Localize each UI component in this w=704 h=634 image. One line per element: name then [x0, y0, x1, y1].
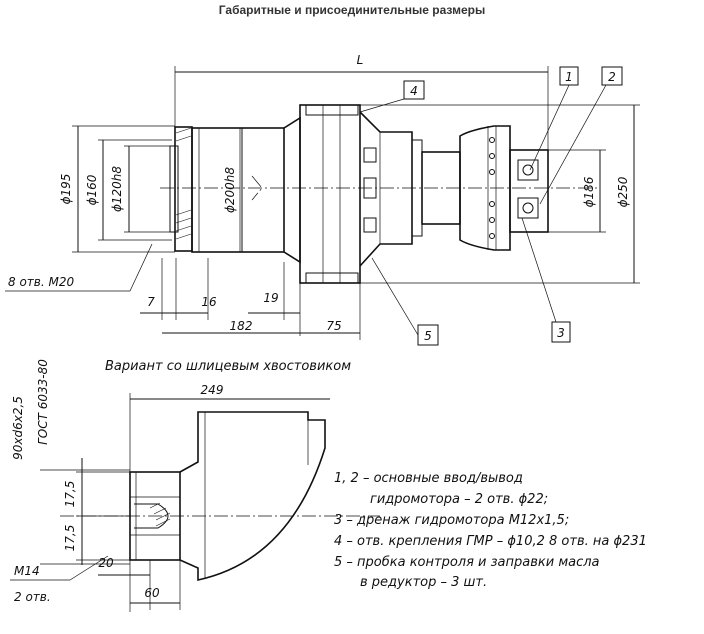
dim-holes-2: 2 отв.	[14, 590, 51, 604]
dim-d186: ϕ186	[582, 176, 596, 207]
dim-d200h8: ϕ200h8	[223, 167, 237, 213]
svg-text:3: 3	[557, 326, 565, 340]
dim-holes-m20: 8 отв. M20	[8, 275, 74, 289]
callout-2: 2	[539, 66, 623, 205]
variant-body	[179, 411, 326, 581]
gearbox-body	[191, 127, 285, 253]
note-line-3: 3 – дренаж гидромотора M12x1,5;	[334, 513, 569, 528]
motor-bolts	[489, 137, 495, 239]
callout-1: 1	[529, 66, 579, 171]
adapter-housing	[359, 111, 413, 267]
main-view-dimensions: L ϕ195 ϕ160 ϕ120h8 ϕ200h8 ϕ186 ϕ250 8 от	[5, 53, 640, 346]
note-line-5: 5 – пробка контроля и заправки масла	[334, 555, 600, 570]
note-line-1: 1, 2 – основные ввод/вывод	[334, 471, 523, 486]
svg-text:5: 5	[424, 329, 432, 343]
dim-20: 20	[98, 556, 114, 570]
flange-hatch	[175, 127, 192, 240]
variant-title: Вариант со шлицевым хвостовиком	[105, 359, 351, 374]
dim-gost: ГОСТ 6033-80	[36, 359, 50, 445]
callout-3: 3	[521, 217, 571, 343]
gearbox-main-view	[160, 104, 600, 284]
dim-d250: ϕ250	[616, 176, 630, 207]
note-line-2: гидромотора – 2 отв. ϕ22;	[370, 492, 548, 507]
svg-text:4: 4	[410, 84, 418, 98]
dim-17-5-bottom: 17,5	[63, 525, 77, 552]
dim-d160: ϕ160	[85, 174, 99, 205]
dim-7: 7	[147, 295, 155, 309]
dim-16: 16	[201, 295, 217, 309]
dim-spline: 90xd6x2,5	[11, 396, 25, 460]
dim-d195: ϕ195	[59, 174, 73, 205]
dim-60: 60	[144, 586, 160, 600]
dim-249: 249	[201, 383, 224, 397]
hydraulic-motor	[459, 125, 511, 251]
svg-text:2: 2	[608, 70, 616, 84]
shaft-pilot	[169, 145, 179, 233]
dim-L: L	[357, 53, 364, 67]
note-line-6: в редуктор – 3 шт.	[360, 575, 487, 590]
port-1	[517, 159, 539, 181]
dim-17-5-top: 17,5	[63, 481, 77, 508]
dim-m14: M14	[14, 564, 40, 578]
port-2	[517, 197, 539, 219]
note-line-4: 4 – отв. крепления ГМР – ϕ10,2 8 отв. на…	[334, 534, 647, 549]
dim-d120h8: ϕ120h8	[110, 166, 124, 212]
svg-text:1: 1	[565, 70, 573, 84]
output-flange-ring	[299, 104, 361, 284]
dim-19: 19	[263, 291, 278, 305]
dim-182: 182	[230, 319, 253, 333]
callout-4: 4	[359, 80, 425, 113]
drawing-title: Габаритные и присоединительные размеры	[219, 3, 485, 17]
notes: 1, 2 – основные ввод/вывод гидромотора –…	[334, 471, 647, 590]
motor-port-block	[509, 149, 549, 233]
callout-5: 5	[371, 257, 439, 346]
variant-view: 249 90xd6x2,5 ГОСТ 6033-80 17,5 17,5	[10, 359, 380, 612]
shaft-hatch	[149, 502, 171, 527]
dim-75: 75	[326, 319, 341, 333]
